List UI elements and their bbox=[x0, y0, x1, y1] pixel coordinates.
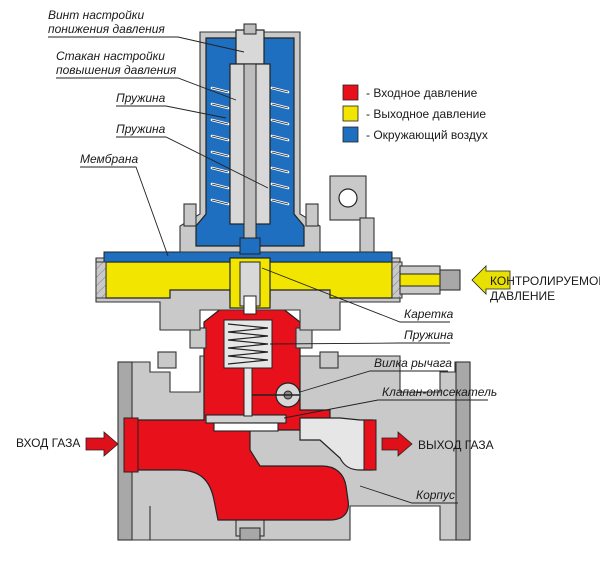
label-cup-line2: повышения давления bbox=[56, 63, 177, 77]
gas-inlet-arrow bbox=[85, 431, 119, 457]
controlled-pressure-line1: КОНТРОЛИРУЕМОЕ bbox=[490, 274, 600, 288]
gas-outlet-arrow bbox=[381, 431, 413, 457]
controlled-pressure-indicator: КОНТРОЛИРУЕМОЕ ДАВЛЕНИЕ bbox=[471, 265, 600, 303]
callout-membrane: Мембрана bbox=[80, 152, 169, 257]
label-membrane: Мембрана bbox=[80, 152, 138, 166]
legend-label-outlet: - Выходное давление bbox=[366, 107, 486, 121]
legend-item-outlet: - Выходное давление bbox=[342, 105, 486, 122]
legend-swatch-air bbox=[342, 126, 359, 143]
callout-body: Корпус bbox=[359, 485, 458, 504]
callout-screw: Винт настройки понижения давления bbox=[48, 8, 245, 53]
callout-spring-1: Пружина bbox=[116, 91, 227, 119]
lever-fork bbox=[248, 382, 301, 408]
label-screw-line2: понижения давления bbox=[48, 22, 165, 36]
label-body: Корпус bbox=[416, 488, 455, 502]
callout-valve: Клапан-отсекатель bbox=[283, 385, 497, 419]
callout-spring-2: Пружина bbox=[116, 122, 269, 189]
legend-swatch-inlet bbox=[342, 84, 359, 101]
chamber-bolts bbox=[183, 203, 319, 227]
gas-outlet-indicator: ВЫХОД ГАЗА bbox=[381, 431, 494, 457]
body-bolts bbox=[157, 327, 339, 369]
legend: - Входное давление - Выходное давление -… bbox=[342, 84, 488, 143]
controlled-pressure-line2: ДАВЛЕНИЕ bbox=[490, 289, 555, 303]
callout-cup: Стакан настройки повышения давления bbox=[56, 49, 237, 101]
gas-inlet-label: ВХОД ГАЗА bbox=[16, 436, 80, 450]
side-bracket bbox=[329, 175, 375, 253]
callout-carriage: Каретка bbox=[261, 267, 454, 323]
label-cup-line1: Стакан настройки bbox=[56, 49, 165, 63]
label-screw-line1: Винт настройки bbox=[48, 8, 144, 22]
lower-spring bbox=[223, 319, 273, 369]
legend-swatch-outlet bbox=[342, 105, 359, 122]
legend-label-inlet: - Входное давление bbox=[366, 86, 478, 100]
label-spring-1: Пружина bbox=[116, 91, 166, 105]
legend-item-air: - Окружающий воздух bbox=[342, 126, 488, 143]
gas-inlet-indicator: ВХОД ГАЗА bbox=[16, 431, 119, 457]
outlet-channel bbox=[299, 417, 377, 471]
label-spring-2: Пружина bbox=[116, 122, 166, 136]
label-carriage: Каретка bbox=[404, 307, 454, 321]
label-fork: Вилка рычага bbox=[374, 356, 452, 370]
controlled-pressure-arrow bbox=[471, 265, 511, 295]
legend-item-inlet: - Входное давление bbox=[342, 84, 478, 101]
legend-label-air: - Окружающий воздух bbox=[366, 128, 488, 142]
label-spring-3: Пружина bbox=[404, 328, 454, 342]
callout-spring-3: Пружина bbox=[269, 328, 454, 345]
membrane-chamber bbox=[95, 251, 461, 331]
upper-cap bbox=[179, 23, 321, 255]
callout-fork: Вилка рычага bbox=[299, 356, 452, 393]
label-valve: Клапан-отсекатель bbox=[382, 385, 497, 399]
gas-outlet-label: ВЫХОД ГАЗА bbox=[418, 438, 494, 452]
